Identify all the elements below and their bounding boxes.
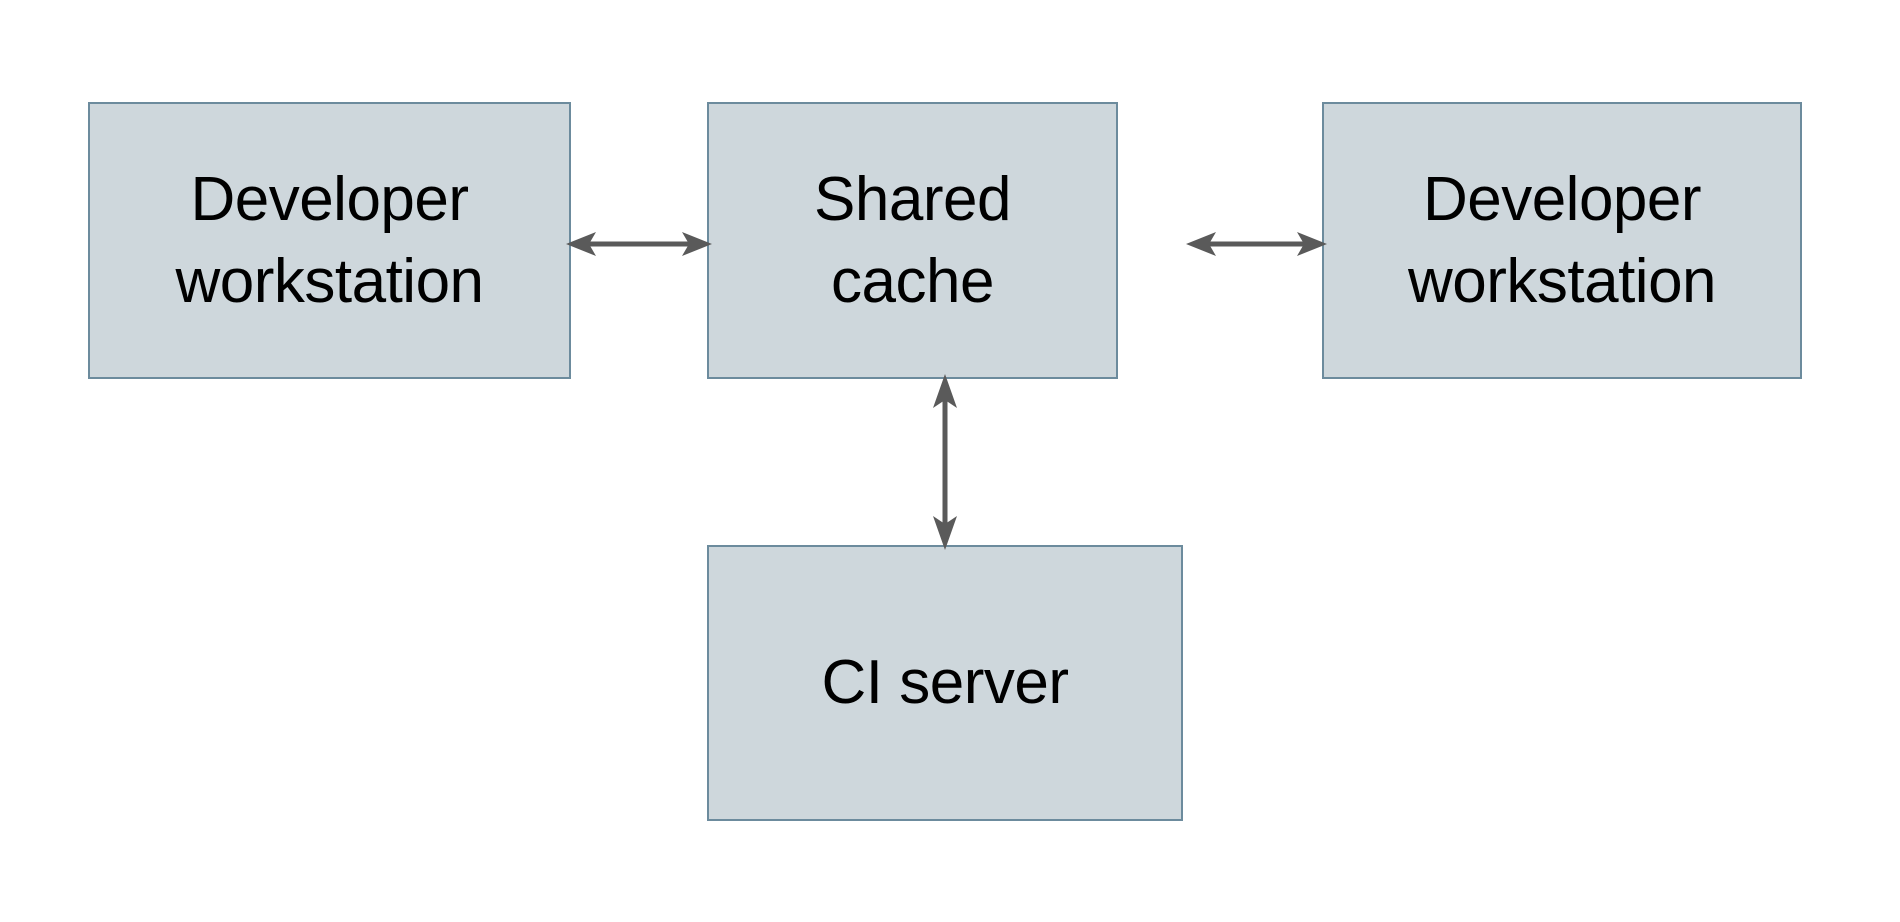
- double-arrow-horizontal-icon: [566, 232, 712, 256]
- edge-shared-cache-to-ci-server[interactable]: [916, 371, 974, 553]
- node-ci-server[interactable]: CI server: [707, 545, 1183, 821]
- node-label: Developer workstation: [175, 164, 484, 316]
- node-developer-workstation-left[interactable]: Developer workstation: [88, 102, 571, 379]
- edge-shared-cache-to-developer-workstation-right[interactable]: [1110, 215, 1330, 273]
- node-label: Developer workstation: [1407, 164, 1717, 316]
- double-arrow-vertical-icon: [933, 374, 957, 550]
- node-label: CI server: [821, 648, 1069, 718]
- node-label: Shared cache: [814, 164, 1011, 316]
- node-shared-cache[interactable]: Shared cache: [707, 102, 1118, 379]
- node-developer-workstation-right[interactable]: Developer workstation: [1322, 102, 1802, 379]
- edge-developer-workstation-left-to-shared-cache[interactable]: [563, 215, 715, 273]
- double-arrow-horizontal-icon: [1186, 232, 1327, 256]
